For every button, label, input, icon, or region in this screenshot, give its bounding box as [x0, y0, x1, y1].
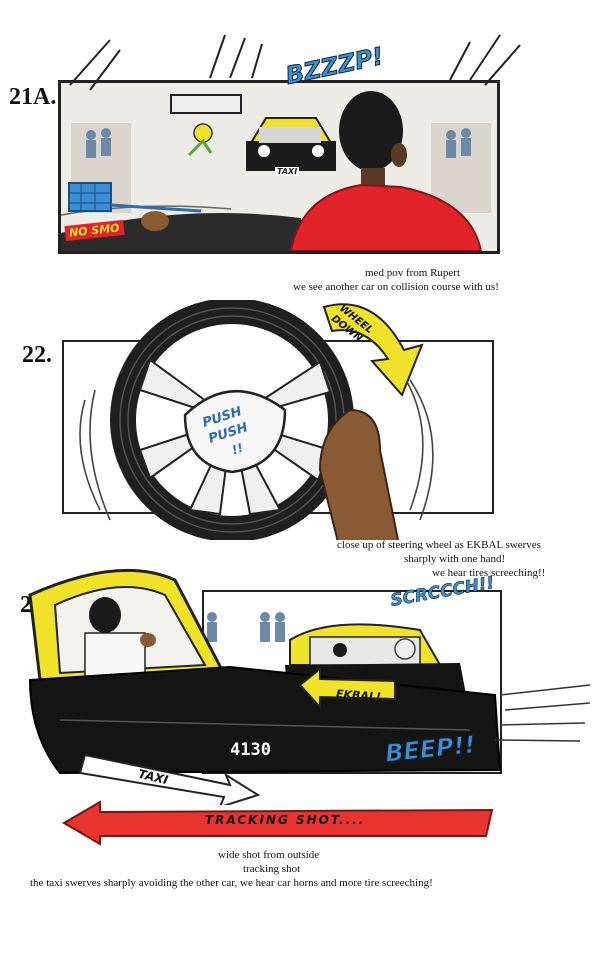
panel-23-caption-line-3: the taxi swerves sharply avoiding the ot…: [30, 877, 433, 889]
storyboard-panel-21a: NO SMO TAXI: [58, 80, 500, 254]
panel-number-22: 22.: [22, 342, 52, 368]
wheel-down-arrow: [322, 303, 424, 397]
panel-21a-motion-lines: [69, 34, 521, 91]
panel-21a-caption-line-1: med pov from Rupert: [365, 267, 461, 279]
panel-22-caption-line-3: we hear tires screeching!!: [432, 567, 546, 579]
panel-23-caption-line-1: wide shot from outside: [218, 849, 320, 861]
panel-22-caption-line-2: sharply with one hand!: [404, 553, 506, 565]
tracking-shot-arrow: [62, 800, 494, 846]
panel-22-caption-line-1: close up of steering wheel as EKBAL swer…: [337, 539, 541, 551]
taxi-label: TAXI: [275, 167, 300, 176]
panel-23-illustration: [28, 568, 591, 805]
panel-23-caption-line-2: tracking shot: [243, 863, 301, 875]
panel-21a-caption-line-2: we see another car on collision course w…: [293, 281, 499, 293]
license-plate: 4130: [230, 740, 271, 760]
tracking-shot-label: TRACKING SHOT....: [205, 813, 366, 827]
panel-number-21a: 21A.: [9, 84, 57, 110]
steering-wheel-illustration: [79, 300, 434, 540]
